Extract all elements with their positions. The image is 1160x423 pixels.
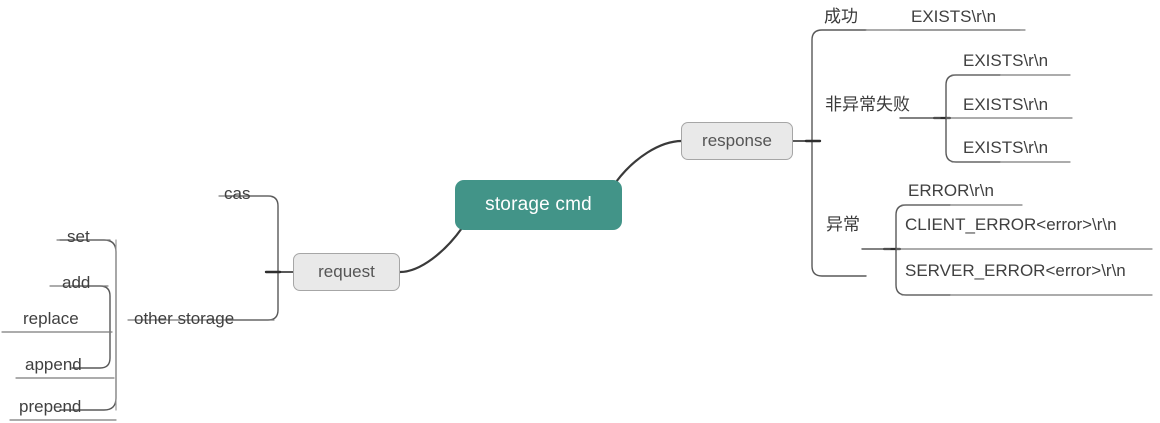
label-other-storage[interactable]: other storage	[134, 309, 235, 328]
node-response-label: response	[702, 131, 772, 150]
label-exists-success[interactable]: EXISTS\r\n	[911, 7, 997, 26]
label-append[interactable]: append	[25, 355, 82, 374]
label-prepend[interactable]: prepend	[19, 397, 82, 416]
label-replace[interactable]: replace	[23, 309, 79, 328]
label-client-error[interactable]: CLIENT_ERROR<error>\r\n	[905, 215, 1117, 234]
label-add[interactable]: add	[62, 273, 91, 292]
central-node-label: storage cmd	[485, 194, 592, 215]
label-exists-2[interactable]: EXISTS\r\n	[963, 95, 1049, 114]
node-request-label: request	[318, 262, 375, 281]
label-chenggong[interactable]: 成功	[824, 7, 858, 26]
edge-response-bracket	[811, 29, 867, 277]
label-feiyichang-shibai[interactable]: 非异常失败	[825, 95, 910, 114]
label-error[interactable]: ERROR\r\n	[908, 181, 994, 200]
label-yichang[interactable]: 异常	[826, 215, 860, 234]
label-server-error[interactable]: SERVER_ERROR<error>\r\n	[905, 261, 1126, 280]
edge-request-bracket	[225, 195, 279, 321]
central-node-storage-cmd[interactable]: storage cmd	[455, 180, 622, 230]
node-response[interactable]: response	[681, 122, 793, 160]
label-exists-3[interactable]: EXISTS\r\n	[963, 138, 1049, 157]
label-exists-1[interactable]: EXISTS\r\n	[963, 51, 1049, 70]
edge-central-to-request	[398, 226, 464, 274]
label-set[interactable]: set	[67, 227, 90, 246]
node-request[interactable]: request	[293, 253, 400, 291]
edge-central-to-response	[614, 139, 684, 184]
label-cas[interactable]: cas	[224, 184, 251, 203]
